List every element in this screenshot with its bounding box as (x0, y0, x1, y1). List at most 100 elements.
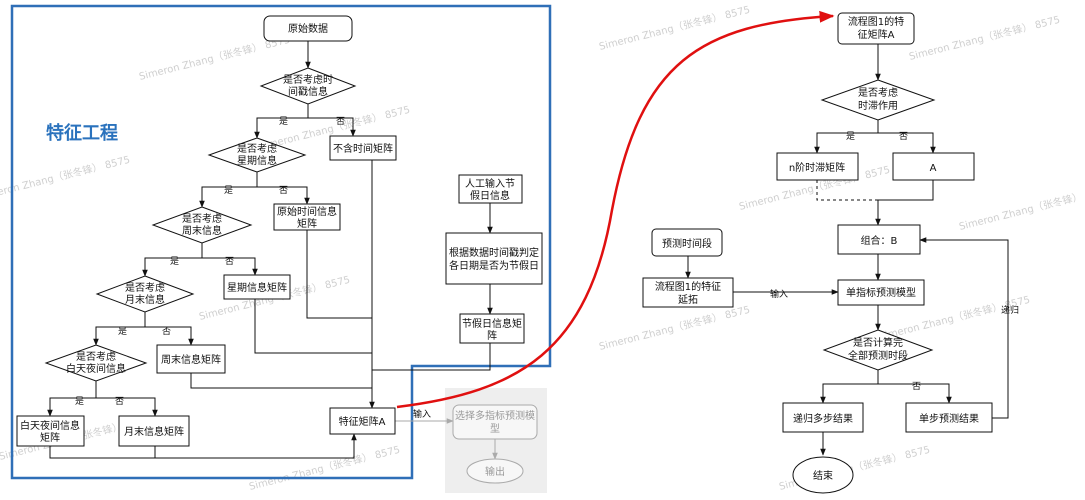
svg-text:矩阵: 矩阵 (297, 217, 317, 230)
svg-text:周末信息矩阵: 周末信息矩阵 (161, 353, 221, 366)
svg-text:A: A (930, 163, 937, 174)
edge (190, 373, 372, 389)
decision-timestamp: 是否考虑时 间戳信息 (259, 67, 357, 105)
svg-text:白天夜间信息: 白天夜间信息 (66, 362, 126, 375)
svg-text:组合：B: 组合：B (861, 234, 898, 247)
edge (47, 381, 97, 417)
no-label: 否 (912, 381, 921, 392)
edge (202, 257, 258, 276)
right-flowchart (685, 44, 1009, 456)
edge (878, 132, 936, 154)
node-manual-holiday: 人工输入节 假日信息 (458, 174, 523, 204)
node-raw-data: 原始数据 (263, 15, 353, 42)
svg-text:是否考虑: 是否考虑 (182, 213, 222, 225)
node-recursive-result: 递归多步结果 (782, 402, 864, 433)
yes-label: 是 (846, 131, 855, 142)
edge (145, 326, 194, 346)
right-edge-labels: 是 否 输入 否 递归 (770, 131, 1019, 392)
edge (308, 117, 356, 137)
svg-text:时滞作用: 时滞作用 (858, 100, 898, 112)
svg-text:白天夜间信息: 白天夜间信息 (20, 419, 80, 432)
svg-text:各日期是否为节假日: 各日期是否为节假日 (449, 259, 539, 272)
yes-label: 是 (75, 396, 84, 407)
svg-text:根据数据时间戳判定: 根据数据时间戳判定 (449, 246, 539, 259)
edge (306, 230, 372, 319)
edge (49, 433, 357, 459)
node-weekend-matrix: 周末信息矩阵 (156, 344, 226, 374)
svg-text:月末信息: 月末信息 (125, 293, 165, 306)
red-connector-arrow (396, 10, 835, 409)
node-a: A (892, 152, 975, 181)
svg-text:原始时间信息: 原始时间信息 (277, 205, 337, 218)
input-label: 输入 (770, 288, 788, 300)
decision-done: 是否计算完 全部预测时段 (822, 329, 934, 371)
svg-text:型: 型 (490, 422, 500, 435)
watermark: Simeron Zhang（张冬锋） 8575 (598, 3, 752, 53)
decision-month-end: 是否考虑 月末信息 (95, 275, 195, 313)
svg-text:是否计算完: 是否计算完 (853, 336, 903, 349)
svg-text:流程图1的特征: 流程图1的特征 (655, 280, 721, 293)
node-flow1-matrix: 流程图1的特 征矩阵A (837, 12, 915, 45)
svg-text:预测时间段: 预测时间段 (662, 237, 712, 250)
no-label: 否 (115, 396, 124, 407)
svg-text:输出: 输出 (485, 465, 505, 478)
section-title: 特征工程 (46, 122, 118, 144)
edge (96, 397, 158, 417)
no-label: 否 (162, 326, 171, 337)
svg-text:矩阵: 矩阵 (40, 431, 60, 444)
svg-text:星期信息矩阵: 星期信息矩阵 (227, 281, 287, 294)
edge (878, 383, 952, 404)
node-output: 输出 (466, 458, 524, 484)
edge (814, 120, 879, 154)
node-month-end-matrix: 月末信息矩阵 (118, 415, 190, 447)
svg-text:原始数据: 原始数据 (288, 22, 328, 35)
watermark: Simeron Zhang（张冬锋） 8575 (248, 443, 402, 493)
svg-text:间戳信息: 间戳信息 (288, 85, 328, 98)
edge (919, 237, 1009, 419)
node-day-night-matrix: 白天夜间信息 矩阵 (16, 415, 85, 447)
node-flow1-extend: 流程图1的特征 延拓 (642, 277, 734, 308)
no-label: 否 (336, 116, 345, 127)
svg-text:是否考虑: 是否考虑 (237, 143, 277, 155)
edge (820, 370, 879, 404)
node-single-step: 单步预测结果 (905, 402, 993, 433)
watermark: Simeron Zhang（张冬锋） 8575 (598, 303, 752, 353)
left-flowchart (47, 41, 493, 459)
node-select-model: 选择多指标预测模 型 (452, 404, 538, 440)
edge (254, 299, 372, 354)
edge (199, 172, 258, 208)
edge (878, 180, 934, 201)
svg-text:结束: 结束 (813, 469, 833, 482)
svg-text:选择多指标预测模: 选择多指标预测模 (455, 409, 535, 422)
no-label: 否 (279, 185, 288, 196)
edge (372, 343, 491, 371)
no-label: 否 (899, 131, 908, 142)
node-holiday-judge: 根据数据时间戳判定 各日期是否为节假日 (445, 232, 543, 285)
decision-weekend: 是否考虑 周末信息 (151, 206, 253, 244)
svg-text:星期信息: 星期信息 (237, 154, 277, 167)
edge (93, 312, 146, 346)
watermark: Simeron Zhang（张冬锋） 8575 (958, 183, 1085, 233)
svg-text:是否考虑: 是否考虑 (858, 87, 898, 99)
feature-engineering-frame (10, 4, 552, 480)
watermark: Simeron Zhang（张冬锋） 8575 (0, 153, 131, 203)
svg-text:单步预测结果: 单步预测结果 (919, 412, 979, 425)
decision-day-night: 是否考虑 白天夜间信息 (44, 344, 148, 382)
node-combine-b: 组合：B (837, 224, 921, 255)
svg-text:特征矩阵A: 特征矩阵A (339, 415, 386, 428)
edge (142, 243, 203, 277)
svg-text:流程图1的特: 流程图1的特 (848, 15, 904, 28)
yes-label: 是 (279, 116, 288, 127)
svg-text:周末信息: 周末信息 (182, 224, 222, 237)
svg-text:是否考虑: 是否考虑 (125, 282, 165, 294)
svg-text:节假日信息矩: 节假日信息矩 (462, 317, 522, 330)
svg-text:延拓: 延拓 (678, 294, 698, 306)
left-edge-labels: 是 否 是 否 是 否 是 否 是 否 输入 (75, 116, 431, 420)
node-lag-matrix: n阶时滞矩阵 (776, 152, 859, 181)
yes-label: 是 (170, 256, 179, 267)
decision-weekday: 是否考虑 星期信息 (207, 137, 307, 173)
svg-text:人工输入节: 人工输入节 (465, 177, 515, 190)
svg-text:单指标预测模型: 单指标预测模型 (846, 286, 916, 299)
yes-label: 是 (118, 326, 127, 337)
